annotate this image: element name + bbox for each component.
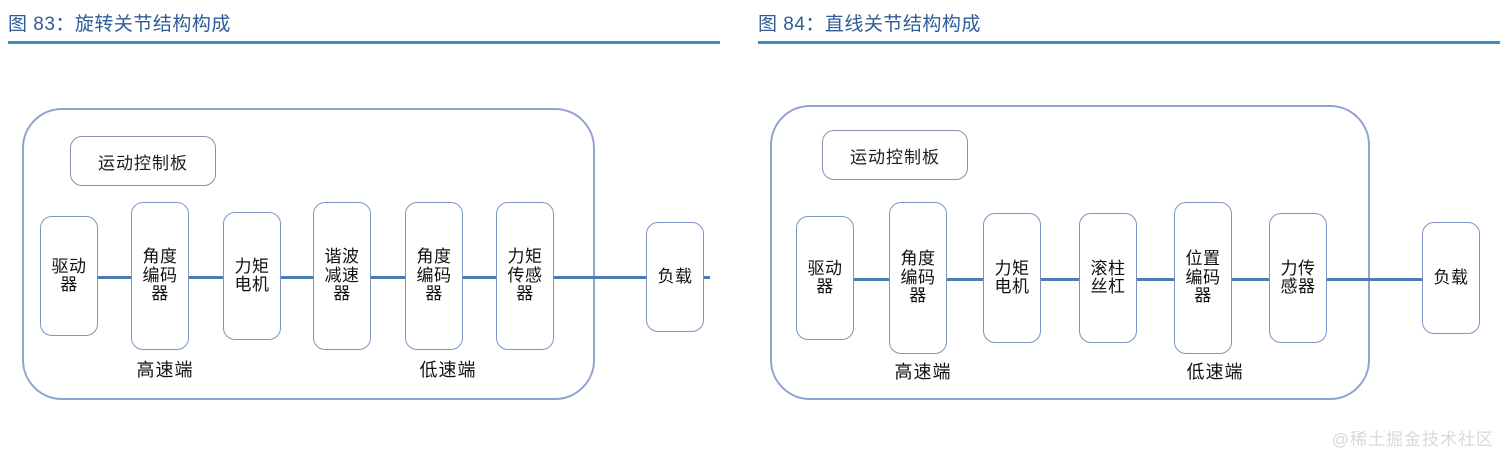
diagram-84: 运动控制板 驱动器 角度编码器 力矩电机 滚柱丝杠 位置编码器 力传感器 负载 …: [756, 0, 1512, 460]
control-board-box-84: 运动控制板: [822, 130, 968, 180]
figure-header-84: 图 84：直线关节结构构成: [758, 12, 1498, 48]
figure-panel-83: 图 83：旋转关节结构构成 运动控制板 驱动器 角度编码器 力矩电机 谐波减速器…: [8, 12, 748, 400]
joint-enclosure-83: [22, 108, 595, 400]
low-speed-end-label-84: 低速端: [1186, 362, 1244, 382]
load-label-83: 负载: [657, 266, 693, 286]
node-label-84-2: 力矩电机: [994, 258, 1030, 296]
node-box-84-2: 力矩电机: [983, 213, 1041, 343]
diagram-83: 运动控制板 驱动器 角度编码器 力矩电机 谐波减速器 角度编码器 力矩传感器 负…: [22, 108, 710, 400]
control-board-label-84: 运动控制板: [850, 147, 940, 167]
node-box-84-0: 驱动器: [796, 216, 854, 340]
node-box-83-2: 力矩电机: [223, 212, 281, 340]
figure-panel-84: 图 84：直线关节结构构成 运动控制板 驱动器 角度编码器 力矩电机 滚柱丝杠 …: [756, 0, 1512, 460]
node-box-83-4: 角度编码器: [405, 202, 463, 350]
node-label-84-5: 力传感器: [1280, 258, 1316, 296]
figure-divider-84: [758, 41, 1500, 44]
figure-header-83: 图 83：旋转关节结构构成: [8, 12, 748, 48]
high-speed-end-label-84: 高速端: [894, 362, 952, 382]
load-box-83: 负载: [646, 222, 704, 332]
figure-caption-84: 图 84：直线关节结构构成: [758, 12, 1498, 38]
node-box-84-3: 滚柱丝杠: [1079, 213, 1137, 343]
node-box-83-5: 力矩传感器: [496, 202, 554, 350]
node-box-83-3: 谐波减速器: [313, 202, 371, 350]
node-label-83-4: 角度编码器: [416, 247, 452, 304]
node-label-84-4: 位置编码器: [1185, 249, 1221, 306]
connector-spine-83: [60, 276, 710, 279]
node-label-83-5: 力矩传感器: [507, 247, 543, 304]
figure-number-84: 图 84：: [758, 14, 825, 35]
load-label-84: 负载: [1433, 267, 1469, 287]
node-box-84-1: 角度编码器: [889, 202, 947, 354]
node-box-83-0: 驱动器: [40, 216, 98, 336]
node-box-84-5: 力传感器: [1269, 213, 1327, 343]
control-board-label-83: 运动控制板: [98, 153, 188, 173]
node-label-83-3: 谐波减速器: [324, 247, 360, 304]
node-label-84-3: 滚柱丝杠: [1090, 258, 1126, 296]
high-speed-end-label-83: 高速端: [136, 360, 194, 380]
watermark: @稀土掘金技术社区: [1331, 430, 1494, 449]
node-label-83-1: 角度编码器: [142, 247, 178, 304]
figure-divider-83: [8, 41, 720, 44]
figure-title-83: 旋转关节结构构成: [74, 14, 231, 35]
connector-spine-84: [816, 278, 1476, 281]
figure-title-84: 直线关节结构构成: [824, 14, 981, 35]
control-board-box-83: 运动控制板: [70, 136, 216, 186]
figure-number-83: 图 83：: [8, 14, 75, 35]
node-label-83-0: 驱动器: [51, 256, 87, 294]
low-speed-end-label-83: 低速端: [419, 360, 477, 380]
node-box-84-4: 位置编码器: [1174, 202, 1232, 354]
figure-caption-83: 图 83：旋转关节结构构成: [8, 12, 748, 38]
node-label-84-0: 驱动器: [807, 258, 843, 296]
node-label-84-1: 角度编码器: [900, 249, 936, 306]
node-box-83-1: 角度编码器: [131, 202, 189, 350]
load-box-84: 负载: [1422, 222, 1480, 334]
joint-enclosure-84: [770, 105, 1370, 400]
node-label-83-2: 力矩电机: [234, 256, 270, 294]
